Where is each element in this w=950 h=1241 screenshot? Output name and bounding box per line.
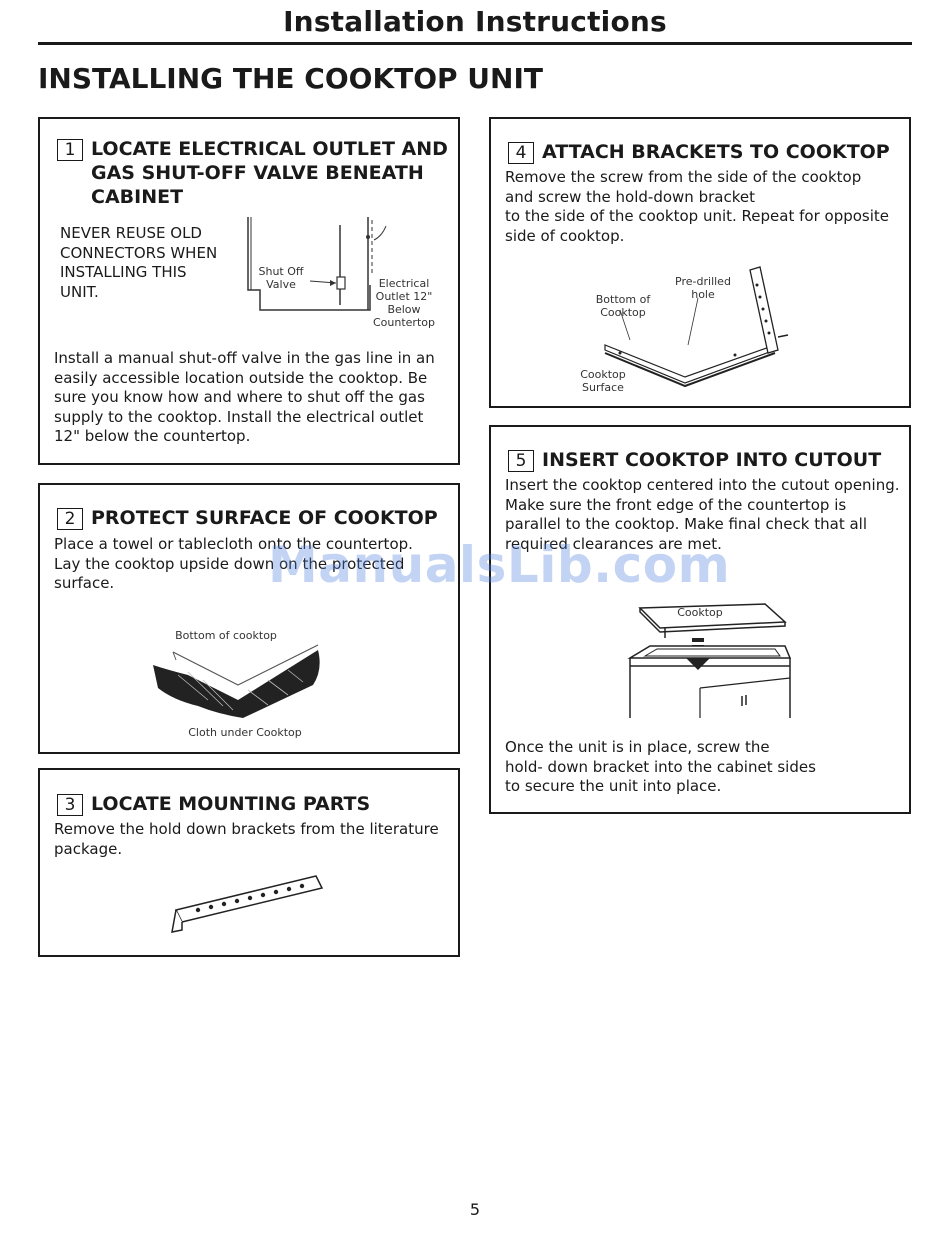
electrical-outlet-label: Electrical Outlet 12" Below Countertop <box>373 277 435 329</box>
step-3-number: 3 <box>57 794 83 816</box>
step-1-box <box>38 117 460 465</box>
section-title: INSTALLING THE COOKTOP UNIT <box>38 62 543 95</box>
step-2-header: 2 PROTECT SURFACE OF COOKTOP <box>57 506 438 530</box>
step-5-heading: INSERT COOKTOP INTO CUTOUT <box>542 449 882 471</box>
watermark: ManualsLib.com <box>268 536 731 594</box>
cooktop-insertion-illustration <box>627 603 792 718</box>
step-5-body: Insert the cooktop centered into the cut… <box>505 476 900 553</box>
step-2-body: Place a towel or tablecloth onto the cou… <box>54 535 413 592</box>
step-5-footer: Once the unit is in place, screw the hol… <box>505 738 816 795</box>
page-number: 5 <box>469 1200 481 1219</box>
step-4-heading: ATTACH BRACKETS TO COOKTOP <box>542 141 890 163</box>
bracket-attach-illustration <box>604 266 789 388</box>
cooktop-label: Cooktop <box>677 606 723 619</box>
predrilled-hole-label: Pre-drilled hole <box>675 275 731 301</box>
step-1-heading: LOCATE ELECTRICAL OUTLET AND GAS SHUT-OF… <box>91 138 448 208</box>
step-4-body: Remove the screw from the side of the co… <box>505 168 890 245</box>
step-2-number: 2 <box>57 508 83 530</box>
step-5-number: 5 <box>508 450 534 472</box>
step-5-header: 5 INSERT COOKTOP INTO CUTOUT <box>508 448 881 472</box>
step-5-box <box>489 425 911 814</box>
bottom-of-cooktop-label-4: Bottom of Cooktop <box>595 293 651 319</box>
step-3-body: Remove the hold down brackets from the l… <box>54 820 439 858</box>
shutoff-valve-label: Shut Off Valve <box>258 265 304 291</box>
step-1-body: Install a manual shut-off valve in the g… <box>54 349 435 445</box>
step-3-header: 3 LOCATE MOUNTING PARTS <box>57 792 370 816</box>
step-4-box <box>489 117 911 408</box>
step-2-box <box>38 483 460 754</box>
hold-down-bracket-illustration <box>171 875 324 933</box>
step-1-number: 1 <box>57 139 83 161</box>
step-4-number: 4 <box>508 142 534 164</box>
shutoff-valve-diagram <box>247 217 387 311</box>
step-3-heading: LOCATE MOUNTING PARTS <box>91 793 371 815</box>
cooktop-surface-label: Cooktop Surface <box>580 368 626 394</box>
step-1-header: 1 LOCATE ELECTRICAL OUTLET AND GAS SHUT-… <box>57 137 448 209</box>
bottom-of-cooktop-label: Bottom of cooktop <box>175 629 277 642</box>
step-2-heading: PROTECT SURFACE OF COOKTOP <box>91 507 438 529</box>
page-header-title: Installation Instructions <box>283 5 667 38</box>
cloth-label: Cloth under Cooktop <box>188 726 302 739</box>
cloth-cooktop-illustration <box>153 644 320 718</box>
header-rule <box>38 42 912 45</box>
step-1-warning: NEVER REUSE OLD CONNECTORS WHEN INSTALLI… <box>60 224 218 301</box>
step-3-box <box>38 768 460 957</box>
step-4-header: 4 ATTACH BRACKETS TO COOKTOP <box>508 140 890 164</box>
